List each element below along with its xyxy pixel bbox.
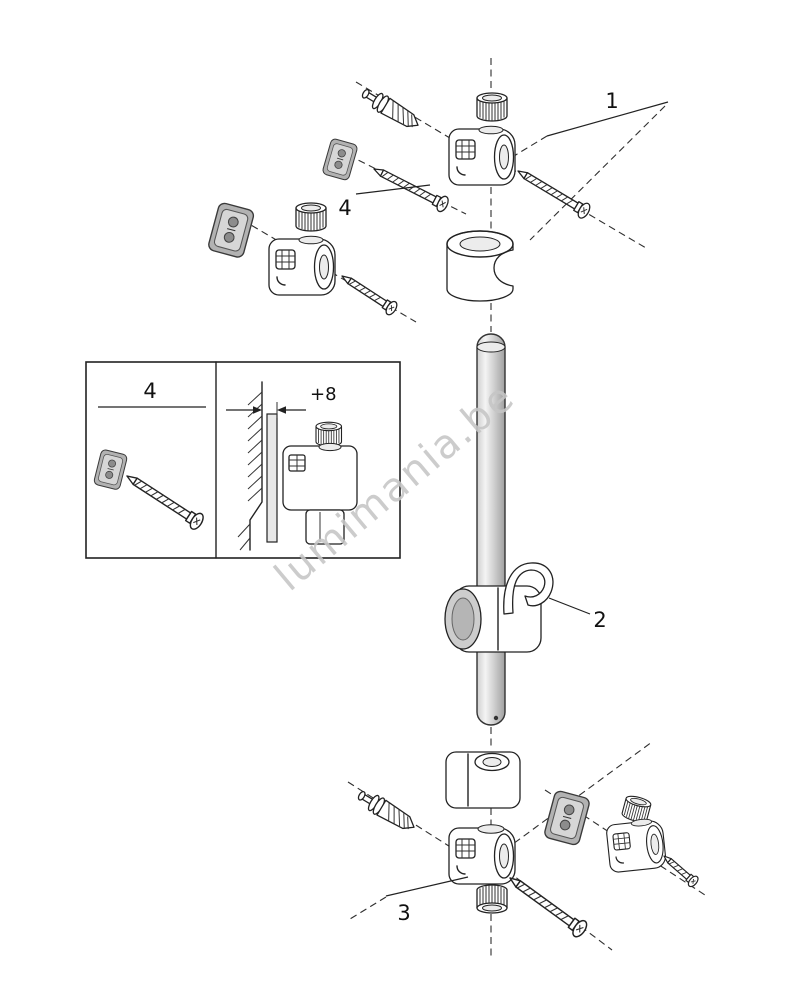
knurled-knob — [476, 884, 508, 914]
knurled-knob — [295, 202, 327, 232]
part4-wall-plate — [321, 137, 359, 182]
part1-screw — [513, 163, 593, 221]
spare-wall-plate — [206, 201, 256, 260]
handset-hook — [503, 562, 554, 615]
bottom-rail-socket — [445, 751, 521, 809]
rail-top-cap — [476, 341, 506, 353]
callout-3: 3 — [397, 901, 410, 925]
rail-screw-hole — [493, 715, 499, 721]
part1-glide-bracket — [448, 92, 516, 186]
bracket-body — [448, 125, 516, 186]
callout-2-leader — [548, 597, 591, 615]
inset-offset-value: +8 — [310, 384, 337, 405]
callout-3-line — [385, 876, 469, 897]
bracket-body — [605, 816, 668, 874]
callout-2: 2 — [593, 608, 606, 632]
inset-part-label: 4 — [143, 379, 156, 403]
knurled-knob — [315, 421, 343, 447]
part3-screw — [503, 869, 591, 940]
callout-1-line — [546, 101, 669, 137]
glide-element — [444, 562, 554, 653]
part3-wall-plug — [354, 785, 420, 836]
callout-4-line — [355, 184, 431, 195]
inset-plate-section — [266, 413, 278, 543]
inset-dimension: +8 — [226, 384, 337, 418]
spare-screw — [337, 269, 400, 318]
knurled-knob — [476, 92, 508, 122]
inset-bracket-side-view — [282, 421, 358, 545]
part1-wall-plug — [358, 83, 424, 134]
wall-holder — [446, 230, 514, 302]
bottom-spare-bracket — [605, 793, 668, 874]
bracket-body — [448, 824, 516, 885]
callout-1: 1 — [605, 89, 618, 113]
callout-4: 4 — [338, 196, 351, 220]
inset-detail-box: 4 +8 — [85, 361, 401, 559]
bracket-body — [268, 235, 336, 296]
part3-glide-bracket — [448, 824, 516, 914]
bottom-spare-wall-plate — [542, 789, 592, 847]
spare-glide-bracket — [268, 202, 336, 296]
